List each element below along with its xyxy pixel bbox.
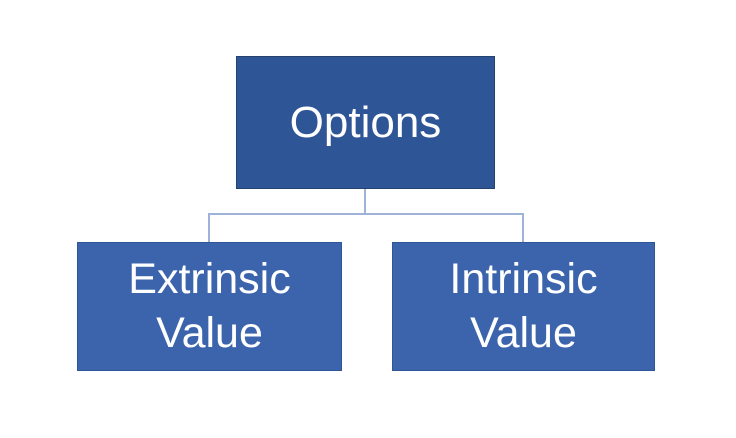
connector-drop-extrinsic <box>208 213 210 242</box>
node-options-label: Options <box>289 97 442 147</box>
node-options: Options <box>236 56 495 189</box>
connector-drop-intrinsic <box>522 213 524 242</box>
node-extrinsic-value-label: Extrinsic Value <box>128 255 291 357</box>
connector-horizontal-bar <box>208 213 524 215</box>
connector-root-stem <box>364 189 366 214</box>
node-extrinsic-value: Extrinsic Value <box>77 242 342 371</box>
node-intrinsic-value-label: Intrinsic Value <box>449 255 598 357</box>
node-intrinsic-value: Intrinsic Value <box>392 242 655 371</box>
